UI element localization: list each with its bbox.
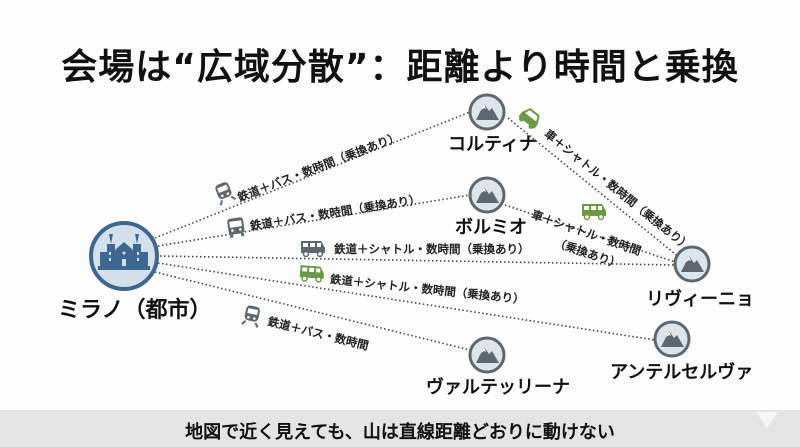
- venue-label-valdifiemme: ヴァルテッリーナ: [426, 377, 570, 398]
- cathedral-icon: [89, 221, 159, 291]
- bus-icon: [227, 217, 245, 238]
- venue-label-anterselva: アンテルセルヴァ: [610, 362, 754, 383]
- footer-caption-bar: 地図で近く見えても、山は直線距離どおりに動けない: [0, 410, 800, 447]
- shuttle-van-green-icon-bormio: [582, 204, 606, 221]
- route-label-milan-livigno: 鉄道＋シャトル・数時間（乗換あり）: [334, 242, 530, 256]
- mountain-icon-valdifiemme: [468, 336, 506, 374]
- car-icon: [518, 108, 540, 129]
- page-title: 会場は“広域分散”：距離より時間と乗換: [61, 47, 739, 88]
- route-lines: [154, 111, 681, 351]
- venue-label-livigno: リヴィーニョ: [646, 289, 754, 310]
- shuttle-van-green-icon: [299, 265, 324, 283]
- train-icon: [215, 182, 237, 206]
- route-line-bormio-livigno: [504, 204, 676, 263]
- hub-label-milan: ミラノ（都市）: [58, 298, 212, 323]
- venue-label-cortina: コルティナ: [448, 134, 537, 155]
- shuttle-van-icon: [301, 241, 325, 258]
- route-line-milan-anterselva: [157, 262, 656, 341]
- venue-label-bormio: ボルミオ: [455, 217, 527, 238]
- mountain-icon-bormio: [468, 176, 506, 214]
- mountain-icon-livigno: [673, 245, 711, 283]
- footer-caption: 地図で近く見えても、山は直線距離どおりに動けない: [185, 422, 615, 443]
- route-line-milan-livigno: [159, 255, 676, 266]
- mountain-icon-anterselva: [653, 320, 691, 358]
- train-icon-valdifiemme: [241, 305, 260, 328]
- mountain-icon-cortina: [468, 93, 506, 131]
- route-line-milan-bormio: [157, 194, 471, 247]
- watermark-icon: [756, 412, 778, 428]
- route-line-cortina-livigno: [507, 117, 681, 259]
- route-line-milan-cortina: [154, 111, 471, 239]
